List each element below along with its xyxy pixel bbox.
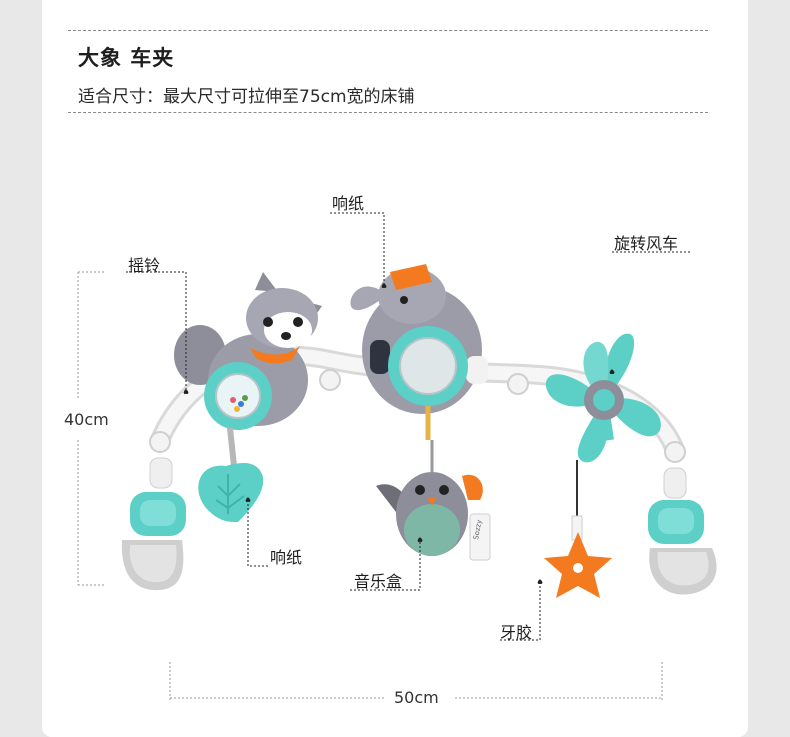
right-clip [648,467,717,595]
elephant-mirror-toy [350,264,488,440]
leaf-crinkle-toy [198,427,264,523]
callout-crinkle-bottom: 响纸 [270,548,303,567]
callout-teether: 牙胶 [500,623,533,642]
callout-leaders [126,212,690,641]
width-dimension: 50cm [394,688,439,707]
owl-music-box-toy: Sozzy [376,440,491,561]
left-clip [121,457,186,591]
header-divider [68,112,708,113]
star-teether-toy [544,532,612,598]
callout-pinwheel: 旋转风车 [614,234,679,253]
callout-rattle: 摇铃 [128,256,161,275]
height-dimension: 40cm [64,410,109,429]
top-divider [68,30,708,31]
pinwheel-toy [545,333,661,541]
product-title: 大象 车夹 [78,46,175,70]
dimension-guides [77,271,663,700]
callout-music-box: 音乐盒 [354,572,403,591]
callout-crinkle-top: 响纸 [332,194,365,213]
raccoon-rattle-toy [174,272,322,430]
brand-tag: Sozzy [472,519,483,540]
product-size-note: 适合尺寸：最大尺寸可拉伸至75cm宽的床铺 [78,87,415,107]
